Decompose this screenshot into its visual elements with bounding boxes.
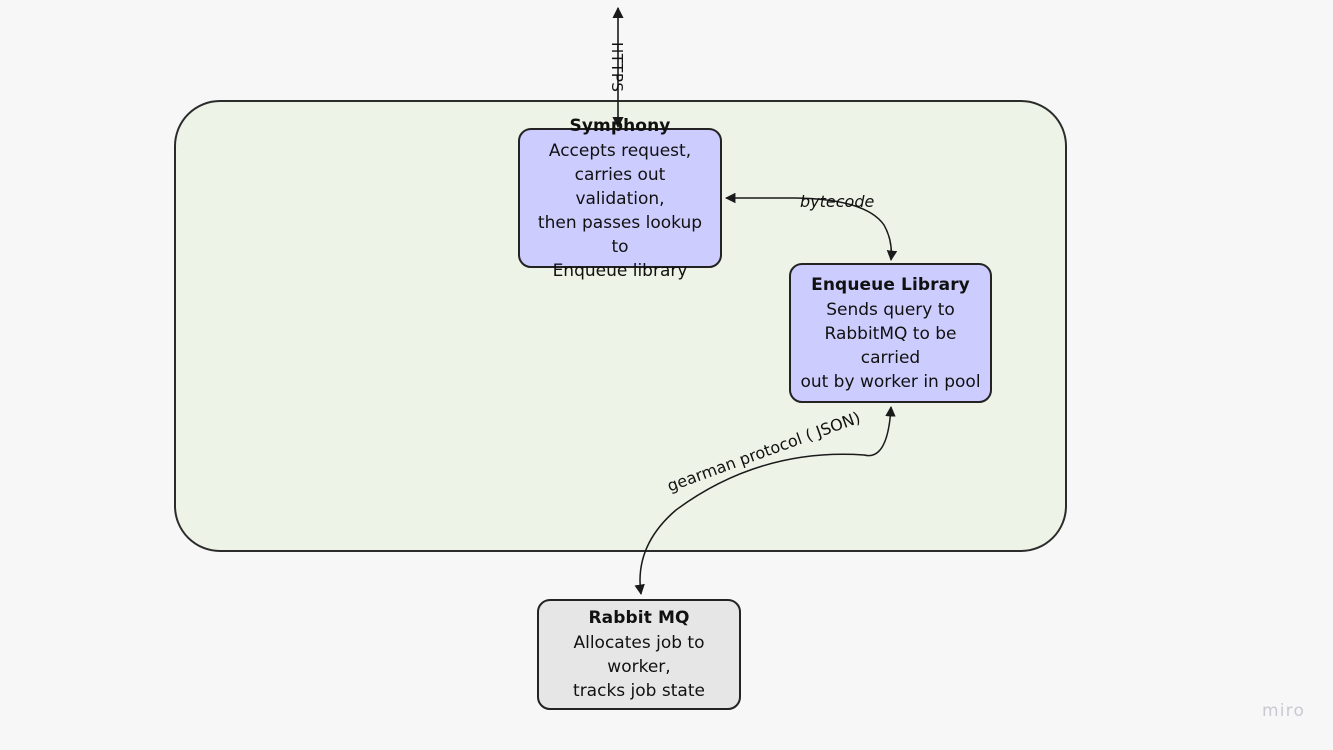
edge-label-https: HTTPS [608, 42, 626, 93]
node-enqueue-library-title: Enqueue Library [811, 274, 970, 295]
node-symphony[interactable]: Symphony Accepts request, carries out va… [518, 116, 722, 281]
node-rabbit-mq-title: Rabbit MQ [588, 608, 690, 628]
node-enqueue-library[interactable]: Enqueue Library Sends query to RabbitMQ … [789, 263, 992, 403]
node-enqueue-library-description: Sends query to RabbitMQ to be carried ou… [800, 299, 981, 392]
node-rabbit-mq[interactable]: Rabbit MQ Allocates job to worker, track… [537, 599, 741, 710]
node-rabbit-mq-description: Allocates job to worker, tracks job stat… [573, 633, 705, 701]
node-symphony-title: Symphony [569, 115, 671, 136]
miro-watermark: miro [1262, 701, 1306, 721]
node-symphony-description: Accepts request, carries out validation,… [537, 140, 703, 281]
edge-label-bytecode: bytecode [800, 192, 875, 211]
